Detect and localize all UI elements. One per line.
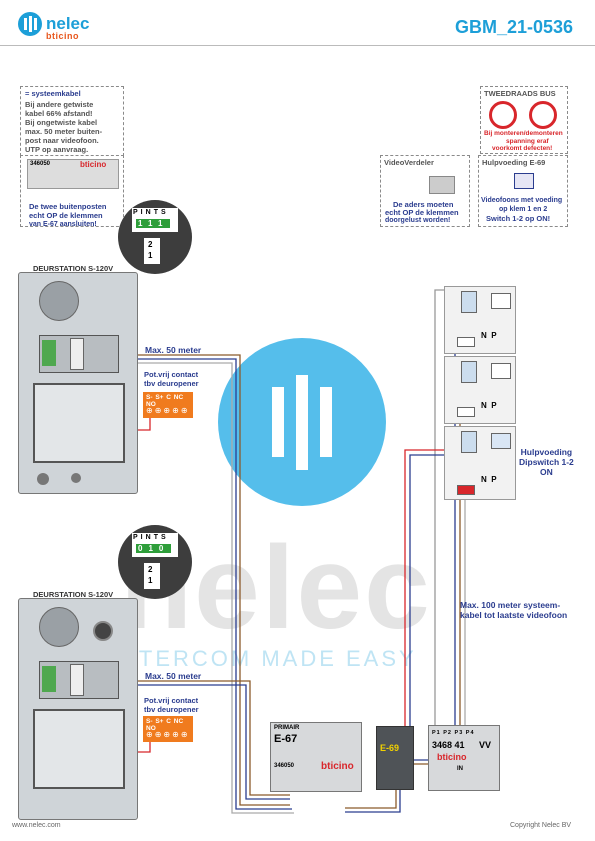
cable-note: = systeemkabel Bij andere getwiste kabel… bbox=[20, 86, 124, 156]
zoom-circle-top bbox=[118, 200, 192, 274]
no-plug-icon bbox=[489, 101, 517, 129]
footer-website: www.nelec.com bbox=[12, 822, 61, 829]
e67-mini-device: 346050 bticino bbox=[27, 159, 119, 189]
station-2-distance: Max. 50 meter bbox=[145, 671, 202, 681]
watermark-slogan: NTERCOM MADE EASY bbox=[120, 646, 417, 671]
e69-note-switch: Switch 1-2 op ON! bbox=[486, 214, 551, 223]
station-1-module bbox=[39, 335, 119, 373]
cable-note-line-6: UTP op aanvraag. bbox=[25, 145, 89, 154]
station-2-relay: S- S+ C NC NO ⊕⊕⊕⊕⊕ bbox=[143, 716, 193, 742]
cable-legend: = systeemkabel bbox=[25, 89, 81, 98]
e69-mini-icon bbox=[514, 173, 534, 189]
e67-note-line-1: De twee buitenposten bbox=[29, 202, 107, 211]
bus-note: TWEEDRAADS BUS Bij monteren/demonteren s… bbox=[480, 86, 568, 154]
station-1-frame bbox=[33, 383, 125, 463]
station-2-panel bbox=[18, 598, 138, 820]
station-1-speaker-icon bbox=[39, 281, 79, 321]
brand-name: nelec bbox=[46, 14, 90, 33]
nelec-logo-icon bbox=[18, 12, 42, 36]
bus-note-line-1: Bij monteren/demonteren bbox=[484, 130, 563, 137]
videophone-1: N P bbox=[444, 286, 516, 354]
videophone-2: N P bbox=[444, 356, 516, 424]
vv-note-title: VideoVerdeler bbox=[384, 158, 434, 167]
term-s: S bbox=[160, 209, 169, 216]
videoverdeler-note: VideoVerdeler De aders moeten echt OP de… bbox=[380, 155, 470, 227]
e67-note-brand: bticino bbox=[80, 160, 107, 169]
zoom-terms-top: PINTS bbox=[133, 209, 169, 216]
cable-note-line-4: max. 50 meter buiten- bbox=[25, 127, 103, 136]
brand-tagline: bticino bbox=[46, 31, 79, 41]
no-power-icon bbox=[529, 101, 557, 129]
cable-note-line-3: Bij ongetwiste kabel bbox=[25, 118, 98, 127]
station-1-panel bbox=[18, 272, 138, 494]
cable-note-line-5: post naar videofoon. bbox=[25, 136, 99, 145]
e67-device: PRIMAIR E-67 346050 bticino bbox=[270, 722, 362, 792]
vv-note-line-1: De aders moeten bbox=[393, 200, 454, 209]
e67-note-code: 346050 bbox=[30, 161, 51, 167]
vv-note-line-2: echt OP de klemmen bbox=[385, 208, 459, 217]
term-i: I bbox=[140, 209, 146, 216]
e67-note: 346050 bticino De twee buitenposten echt… bbox=[20, 155, 124, 228]
station-2-module bbox=[39, 661, 119, 699]
term-t: T bbox=[153, 209, 161, 216]
videoverdeler-device: P1 P2 P3 P4 3468 41 VV bticino IN bbox=[428, 725, 500, 791]
videophone-3: N P bbox=[444, 426, 516, 500]
vv-mini-icon bbox=[429, 176, 455, 194]
station-1-distance: Max. 50 meter bbox=[145, 345, 202, 355]
zoom-terms-bottom: PINTS bbox=[133, 534, 169, 541]
station-1-screw-icon bbox=[37, 473, 49, 485]
e67-note-line-2: echt OP de klemmen bbox=[29, 211, 103, 220]
bus-note-line-3: voorkomt defecten! bbox=[492, 145, 553, 152]
footer-copyright: Copyright Nelec BV bbox=[510, 822, 572, 829]
cable-note-line-1: Bij andere getwiste bbox=[25, 100, 94, 109]
cable-note-line-2: kabel 66% afstand! bbox=[25, 109, 93, 118]
e69-note-line-2: op klem 1 en 2 bbox=[499, 206, 548, 213]
station-1-title: DEURSTATION S-120V bbox=[33, 264, 114, 273]
e69-note: Hulpvoeding E-69 Videofoons met voeding … bbox=[478, 155, 568, 227]
document-code: GBM_21-0536 bbox=[455, 17, 574, 37]
e69-device: E-69 bbox=[376, 726, 414, 790]
station-1-screw-icon bbox=[71, 473, 81, 483]
vv-note-line-3: doorgelust worden! bbox=[385, 217, 451, 224]
system-cable-note: Max. 100 meter systeem-kabel tot laatste… bbox=[460, 600, 568, 620]
e67-note-line-3: van E-67 aansluiten! bbox=[29, 221, 97, 228]
term-p: P bbox=[133, 209, 141, 216]
e69-note-line-1: Videofoons met voeding bbox=[481, 197, 563, 204]
station-2-title: DEURSTATION S-120V bbox=[33, 590, 114, 599]
station-2-camera-icon bbox=[93, 621, 113, 641]
e69-note-title: Hulpvoeding E-69 bbox=[482, 158, 546, 167]
bus-note-line-2: spanning eraf bbox=[506, 138, 549, 145]
bus-note-title: TWEEDRAADS BUS bbox=[484, 89, 556, 98]
station-2-frame bbox=[33, 709, 125, 789]
header-rule bbox=[0, 45, 595, 46]
zoom-values-top: 111 bbox=[136, 219, 171, 228]
station-2-speaker-icon bbox=[39, 607, 79, 647]
station-1-relay: S- S+ C NC NO ⊕⊕⊕⊕⊕ bbox=[143, 392, 193, 418]
watermark-bars-icon bbox=[272, 375, 332, 470]
term-n: N bbox=[145, 209, 154, 216]
zoom-values-bottom: 010 bbox=[136, 544, 172, 553]
